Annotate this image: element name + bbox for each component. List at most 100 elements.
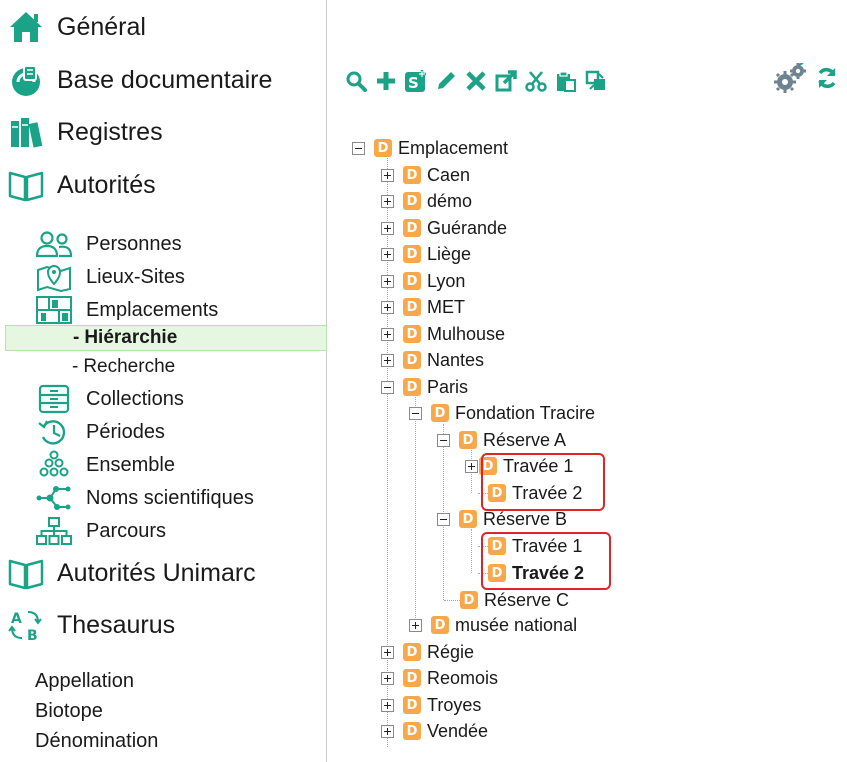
thesaurus-item-appellation[interactable]: Appellation — [35, 670, 134, 692]
sidebar-section-autorites[interactable]: Autorités — [0, 164, 156, 206]
tree-node-label[interactable]: Fondation Tracire — [455, 402, 596, 423]
tree-node[interactable]: D Travée 1 — [465, 454, 573, 478]
expand-toggle[interactable] — [381, 698, 394, 712]
sidebar-section-autorites-unimarc[interactable]: Autorités Unimarc — [0, 552, 256, 594]
collapse-toggle[interactable] — [437, 433, 450, 447]
sidebar-section-base-documentaire[interactable]: Base documentaire — [0, 59, 272, 101]
tree-node-label[interactable]: Caen — [427, 164, 471, 185]
tree-node-label[interactable]: Travée 1 — [512, 535, 583, 556]
tree-node-label[interactable]: Emplacement — [398, 137, 509, 158]
tree-node[interactable]: D Caen — [381, 163, 470, 187]
sidebar-item-noms-scientifiques[interactable]: Noms scientifiques — [0, 483, 326, 513]
toolbar: S — [343, 66, 609, 96]
highlight-box — [481, 453, 605, 511]
tree-node-label[interactable]: MET — [427, 296, 465, 317]
sidebar-item-periodes[interactable]: Périodes — [0, 417, 326, 447]
tree-node-label[interactable]: Vendée — [427, 720, 489, 741]
tree-node[interactable]: D Vendée — [381, 719, 488, 743]
tree-node-label[interactable]: Troyes — [427, 694, 482, 715]
tree-node-label[interactable]: Travée 2 — [512, 562, 585, 583]
sidebar-subitem-hierarchie[interactable]: - Hiérarchie — [5, 325, 327, 351]
tree-node[interactable]: D Liège — [381, 242, 471, 266]
sidebar-section-general[interactable]: Général — [0, 6, 146, 48]
tree-node-root[interactable]: D Emplacement — [352, 136, 508, 160]
tree-node[interactable]: D Fondation Tracire — [409, 401, 595, 425]
tree-node-label[interactable]: Nantes — [427, 349, 485, 370]
tree-node-label[interactable]: Liège — [427, 243, 472, 264]
collapse-toggle[interactable] — [437, 512, 450, 526]
tree-node[interactable]: D MET — [381, 295, 465, 319]
tree-node[interactable]: D Lyon — [381, 269, 465, 293]
tree-node[interactable]: D Travée 2 — [488, 481, 582, 505]
expand-toggle[interactable] — [381, 327, 394, 341]
tree-node[interactable]: D Réserve A — [437, 428, 566, 452]
tree-node-label[interactable]: musée national — [455, 614, 578, 635]
tree-node-label[interactable]: démo — [427, 190, 473, 211]
expand-toggle[interactable] — [409, 618, 422, 632]
expand-toggle[interactable] — [381, 274, 394, 288]
tree-node-label[interactable]: Paris — [427, 376, 469, 397]
expand-toggle[interactable] — [381, 671, 394, 685]
sidebar-item-ensemble[interactable]: Ensemble — [0, 450, 326, 480]
edit-icon[interactable] — [433, 67, 459, 95]
thesaurus-item-denomination[interactable]: Dénomination — [35, 730, 159, 752]
merge-icon[interactable] — [583, 67, 609, 95]
tree-node[interactable]: D Mulhouse — [381, 322, 505, 346]
sidebar-item-personnes[interactable]: Personnes — [0, 229, 326, 259]
tree-node[interactable]: D Paris — [381, 375, 468, 399]
expand-toggle[interactable] — [381, 724, 394, 738]
tree-node[interactable]: D musée national — [409, 613, 577, 637]
tree-node[interactable]: D Nantes — [381, 348, 484, 372]
sidebar-item-collections[interactable]: Collections — [0, 384, 326, 414]
sidebar-item-label: Périodes — [86, 420, 165, 443]
tree-node-label[interactable]: Réserve C — [484, 589, 570, 610]
tree-node-label[interactable]: Réserve B — [483, 508, 568, 529]
tree-node[interactable]: D Reomois — [381, 666, 498, 690]
expand-toggle[interactable] — [381, 221, 394, 235]
node-type-icon: D — [403, 219, 421, 237]
refresh-icon[interactable] — [814, 64, 840, 92]
expand-toggle[interactable] — [381, 645, 394, 659]
settings-icon[interactable] — [772, 62, 808, 94]
sidebar-item-emplacements[interactable]: Emplacements — [0, 295, 326, 325]
collapse-toggle[interactable] — [381, 380, 394, 394]
sidebar-section-registres[interactable]: Registres — [0, 111, 163, 153]
tree-node[interactable]: D Travée 1 — [488, 534, 582, 558]
tree-node[interactable]: D Troyes — [381, 693, 481, 717]
thesaurus-item-biotope[interactable]: Biotope — [35, 700, 103, 722]
collapse-toggle[interactable] — [409, 406, 422, 420]
tree-node-label[interactable]: Lyon — [427, 270, 466, 291]
tree-node[interactable]: D Régie — [381, 640, 474, 664]
cut-icon[interactable] — [523, 67, 549, 95]
expand-toggle[interactable] — [381, 194, 394, 208]
tree-node[interactable]: D Guérande — [381, 216, 507, 240]
add-child-icon[interactable]: S — [403, 67, 429, 95]
tree-node-label[interactable]: Travée 2 — [512, 482, 583, 503]
tree-node-label[interactable]: Mulhouse — [427, 323, 506, 344]
delete-icon[interactable] — [463, 67, 489, 95]
tree-node-selected[interactable]: D Travée 2 — [488, 561, 584, 585]
expand-toggle[interactable] — [381, 168, 394, 182]
open-book-icon — [8, 555, 44, 591]
sidebar-section-thesaurus[interactable]: A B Thesaurus — [0, 604, 175, 646]
paste-icon[interactable] — [553, 67, 579, 95]
tree-node-label[interactable]: Régie — [427, 641, 475, 662]
expand-toggle[interactable] — [465, 459, 478, 473]
sidebar-item-parcours[interactable]: Parcours — [0, 516, 326, 546]
sidebar-item-lieux-sites[interactable]: Lieux-Sites — [0, 262, 326, 292]
tree-node-label[interactable]: Reomois — [427, 667, 499, 688]
search-icon[interactable] — [343, 67, 369, 95]
expand-toggle[interactable] — [381, 247, 394, 261]
collapse-toggle[interactable] — [352, 141, 365, 155]
tree-node[interactable]: D démo — [381, 189, 472, 213]
sidebar-subitem-recherche[interactable]: - Recherche — [5, 354, 327, 380]
tree-node-label[interactable]: Travée 1 — [503, 455, 574, 476]
tree-node[interactable]: D Réserve B — [437, 507, 567, 531]
open-icon[interactable] — [493, 67, 519, 95]
expand-toggle[interactable] — [381, 300, 394, 314]
add-icon[interactable] — [373, 67, 399, 95]
tree-node[interactable]: D Réserve C — [460, 588, 569, 612]
expand-toggle[interactable] — [381, 353, 394, 367]
tree-node-label[interactable]: Réserve A — [483, 429, 567, 450]
tree-node-label[interactable]: Guérande — [427, 217, 508, 238]
